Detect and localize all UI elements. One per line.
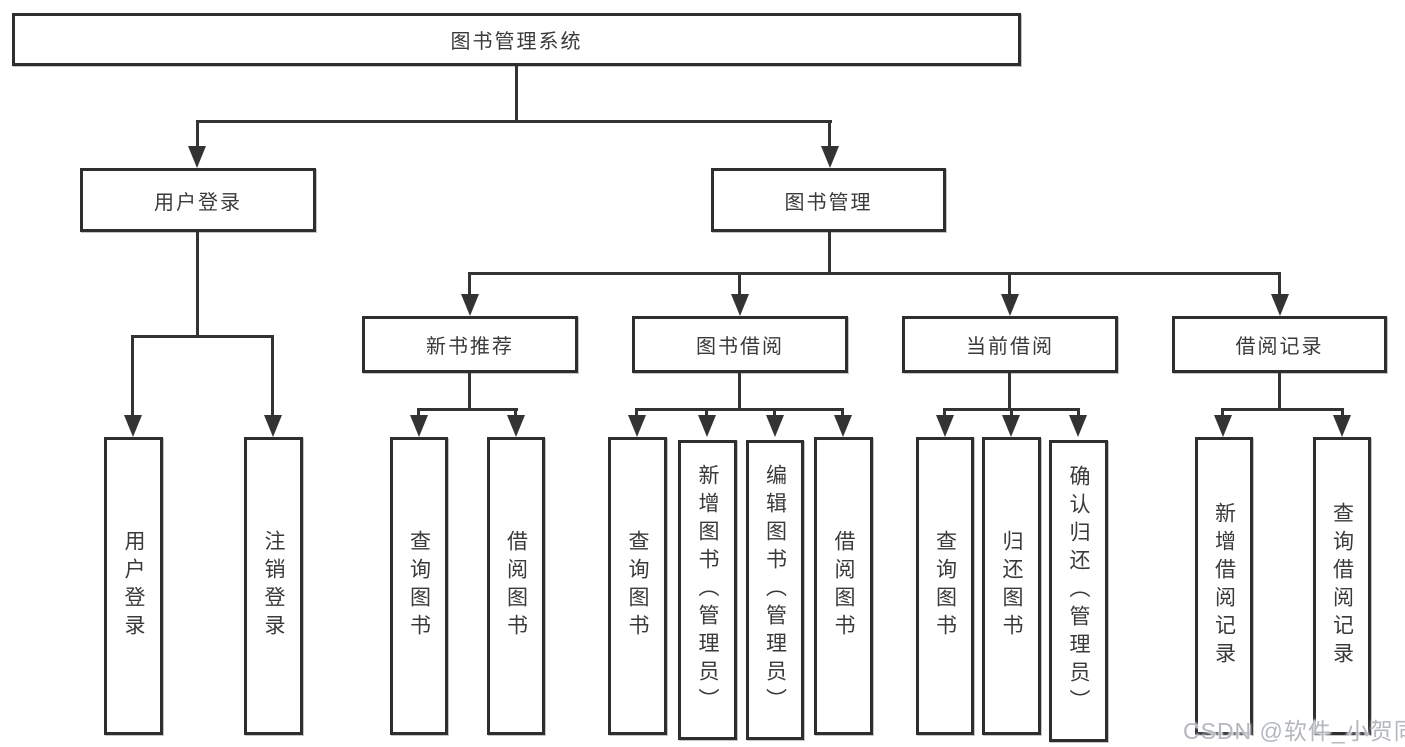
node-library-system: 图书管理系统 — [12, 13, 1021, 66]
arrowhead-down-icon — [1333, 415, 1351, 437]
node-label: 查询图书 — [933, 530, 957, 642]
node-label: 查询借阅记录 — [1330, 502, 1354, 670]
node-leaf-user-login: 用户登录 — [104, 437, 163, 735]
connector-line — [131, 335, 274, 338]
node-new-book-recommend: 新书推荐 — [362, 316, 578, 373]
connector-line — [468, 272, 471, 296]
node-leaf-add-borrow-record: 新增借阅记录 — [1195, 437, 1253, 735]
connector-line — [773, 408, 776, 417]
node-label: 用户登录 — [154, 191, 242, 214]
connector-line — [417, 408, 518, 411]
node-label: 借阅记录 — [1235, 336, 1324, 358]
node-leaf-borrow-books-recommend: 借阅图书 — [487, 437, 545, 735]
node-label: 图书管理系统 — [450, 31, 583, 53]
node-user-login-group: 用户登录 — [80, 168, 316, 232]
connector-line — [828, 232, 831, 275]
arrowhead-down-icon — [410, 415, 428, 437]
arrowhead-down-icon — [461, 294, 479, 316]
arrowhead-down-icon — [628, 415, 646, 437]
arrowhead-down-icon — [188, 146, 206, 168]
arrowhead-down-icon — [1271, 294, 1289, 316]
connector-line — [841, 408, 844, 417]
connector-line — [635, 408, 638, 417]
node-label: 注销登录 — [262, 530, 285, 642]
node-label: 归还图书 — [1000, 530, 1023, 642]
node-leaf-borrow-books-borrowing: 借阅图书 — [814, 437, 873, 735]
arrowhead-down-icon — [821, 146, 839, 168]
node-book-management: 图书管理 — [711, 168, 946, 232]
connector-line — [738, 373, 741, 411]
node-leaf-query-borrow-record: 查询借阅记录 — [1313, 437, 1371, 735]
connector-line — [828, 120, 831, 148]
connector-line — [271, 335, 274, 417]
node-leaf-add-book-admin: 新增图书（管理员） — [678, 440, 737, 740]
connector-line — [1010, 408, 1013, 417]
connector-line — [196, 120, 832, 123]
node-label: 用户登录 — [122, 530, 145, 642]
arrowhead-down-icon — [834, 415, 852, 437]
connector-line — [131, 335, 134, 417]
arrowhead-down-icon — [698, 415, 716, 437]
node-label: 查询图书 — [407, 530, 431, 642]
connector-line — [1077, 408, 1080, 417]
connector-line — [943, 408, 946, 417]
arrowhead-down-icon — [264, 415, 282, 437]
arrowhead-down-icon — [731, 294, 749, 316]
node-label: 图书管理 — [784, 191, 873, 214]
connector-line — [738, 272, 741, 296]
node-label: 新增图书（管理员） — [696, 464, 719, 716]
node-current-borrowing: 当前借阅 — [902, 316, 1118, 373]
node-borrowing-records: 借阅记录 — [1172, 316, 1387, 373]
connector-line — [468, 373, 471, 411]
connector-line — [1341, 408, 1344, 417]
node-leaf-query-books-borrowing: 查询图书 — [608, 437, 667, 735]
node-label: 确认归还（管理员） — [1067, 465, 1090, 717]
node-book-borrowing: 图书借阅 — [632, 316, 848, 373]
connector-line — [196, 120, 199, 148]
connector-line — [468, 272, 1281, 275]
connector-line — [1008, 272, 1011, 296]
node-label: 编辑图书（管理员） — [763, 464, 787, 716]
arrowhead-down-icon — [1002, 415, 1020, 437]
connector-line — [1221, 408, 1344, 411]
node-label: 借阅图书 — [832, 530, 855, 642]
node-leaf-return-books: 归还图书 — [982, 437, 1041, 735]
connector-line — [1278, 272, 1281, 296]
node-leaf-query-books-current: 查询图书 — [916, 437, 974, 735]
watermark-text: CSDN @软件_小贺同学 — [1183, 718, 1405, 744]
node-label: 新书推荐 — [426, 336, 514, 358]
arrowhead-down-icon — [1001, 294, 1019, 316]
arrowhead-down-icon — [1214, 415, 1232, 437]
node-leaf-logout: 注销登录 — [244, 437, 303, 735]
connector-line — [635, 408, 844, 411]
connector-line — [1008, 373, 1011, 411]
node-label: 当前借阅 — [966, 336, 1054, 358]
connector-line — [196, 232, 199, 338]
arrowhead-down-icon — [507, 415, 525, 437]
arrowhead-down-icon — [124, 415, 142, 437]
connector-line — [417, 408, 420, 417]
node-leaf-query-books-recommend: 查询图书 — [390, 437, 448, 735]
connector-line — [514, 408, 517, 417]
node-label: 图书借阅 — [696, 336, 784, 358]
node-label: 新增借阅记录 — [1212, 502, 1236, 670]
connector-line — [1278, 373, 1281, 411]
node-leaf-confirm-return-admin: 确认归还（管理员） — [1049, 440, 1108, 742]
connector-line — [515, 66, 518, 123]
node-leaf-edit-book-admin: 编辑图书（管理员） — [746, 440, 804, 740]
connector-line — [1221, 408, 1224, 417]
arrowhead-down-icon — [766, 415, 784, 437]
node-label: 借阅图书 — [504, 530, 528, 642]
connector-line — [705, 408, 708, 417]
arrowhead-down-icon — [1069, 415, 1087, 437]
node-label: 查询图书 — [626, 530, 649, 642]
arrowhead-down-icon — [936, 415, 954, 437]
